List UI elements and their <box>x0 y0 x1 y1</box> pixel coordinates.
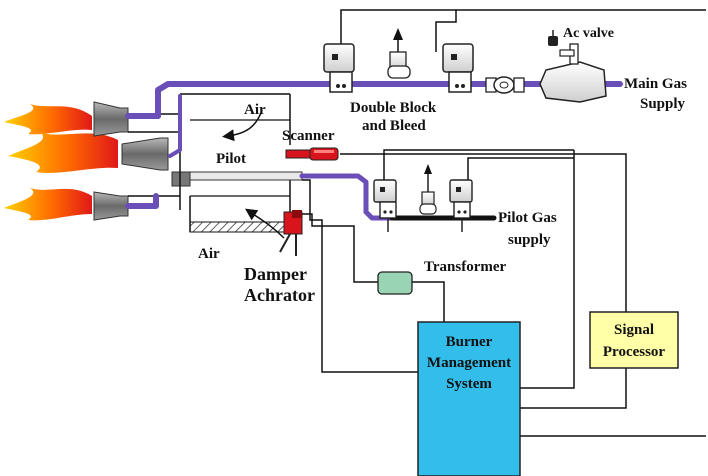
double-block-and-bleed-main <box>323 28 607 103</box>
air-flow-arrow-top <box>222 109 263 142</box>
transformer-box <box>377 271 413 295</box>
main-block-valve-1-icon <box>323 43 355 93</box>
bms-label-line2: Management <box>427 355 511 371</box>
gas-lines <box>125 81 623 221</box>
main-gas-union-icon <box>485 76 525 94</box>
burner-flames <box>4 104 118 221</box>
ac-valve-label: Ac valve <box>563 26 614 41</box>
pilot-block-valve-2-icon <box>449 179 473 232</box>
flame-scanner-icon <box>285 147 339 161</box>
double-block-label: Double Block <box>350 100 437 116</box>
control-wiring <box>302 9 706 437</box>
flame-top <box>4 104 92 135</box>
bms-label-line1: Burner <box>446 334 493 350</box>
pilot-tube <box>189 171 303 181</box>
air-top-label: Air <box>244 102 266 118</box>
main-gas-to-middle-nozzle <box>168 94 182 158</box>
and-bleed-label: and Bleed <box>362 118 426 134</box>
signal-processor-label-line1: Signal <box>614 322 654 338</box>
main-gas-supply-label: Supply <box>640 96 686 112</box>
signal-processor-label-line2: Processor <box>603 344 666 360</box>
actuator-label: Achrator <box>244 285 315 305</box>
air-flow-arrow-bottom <box>245 208 285 239</box>
main-gas-header <box>155 81 623 119</box>
pilot-block-valve-1-icon <box>373 179 397 232</box>
ac-valve-icon <box>539 30 607 103</box>
nozzle-middle <box>121 137 169 171</box>
damper-label: Damper <box>244 264 307 284</box>
pilot-label: Pilot <box>216 151 246 167</box>
scanner-label: Scanner <box>282 128 335 144</box>
transformer-label: Transformer <box>424 259 507 275</box>
pilot-gas-supply-label: supply <box>508 232 551 248</box>
pilot-bleed-valve-icon <box>419 164 437 215</box>
nozzle-bottom <box>93 191 129 221</box>
flame-middle <box>8 132 118 173</box>
damper-actuator-icon <box>279 210 303 256</box>
signal-processor-box <box>589 311 679 369</box>
pilot-valve-train <box>373 164 473 232</box>
pilot-gas-line <box>299 173 395 221</box>
pilot-igniter <box>171 171 191 187</box>
bleed-valve-icon <box>387 28 411 79</box>
flame-bottom <box>4 188 92 221</box>
air-bottom-label: Air <box>198 246 220 262</box>
nozzle-top <box>93 101 129 137</box>
burner-nozzles <box>93 101 191 221</box>
main-gas-label: Main Gas <box>624 76 687 92</box>
pilot-gas-label: Pilot Gas <box>498 210 557 226</box>
burner-management-system-box <box>417 321 521 476</box>
main-gas-to-bottom-nozzle <box>125 193 159 209</box>
bms-label-line3: System <box>446 376 492 392</box>
main-block-valve-2-icon <box>442 43 474 93</box>
